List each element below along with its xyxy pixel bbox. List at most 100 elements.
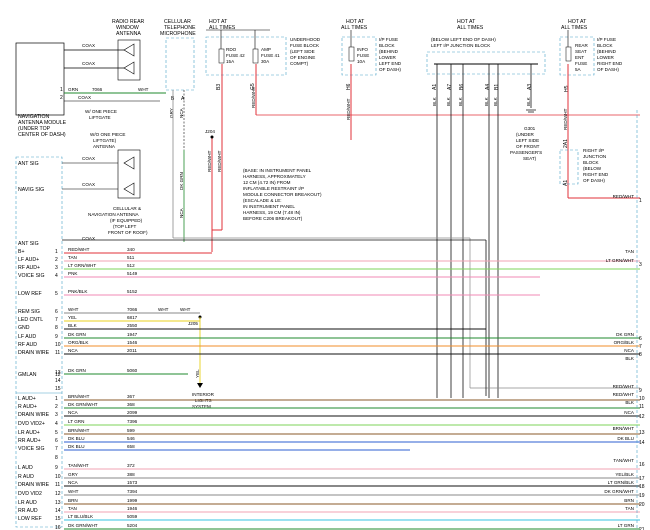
pin-number: 7 (55, 317, 58, 323)
note-line: IN INSTRUMENT PANEL (243, 204, 295, 209)
pin-number: 8 (55, 325, 58, 331)
pin-number: 12 (55, 372, 61, 378)
amp-fuse: FUSE 41 (261, 53, 280, 58)
circuit-number: 368 (127, 402, 135, 407)
pin-number: 1 (55, 396, 58, 402)
nav-module-line1: NAVIGATION (18, 114, 49, 120)
pin-label: B1 (494, 84, 500, 90)
circuit-number: 599 (127, 428, 135, 433)
cell-mic-line2: TELEPHONE (164, 25, 196, 31)
wire-color: DK BLU (68, 444, 85, 449)
circuit-number: 5059 (127, 514, 138, 519)
circuit-number: 546 (127, 436, 135, 441)
right-jb-line: (BELOW (583, 166, 602, 171)
wire-color: DK GRN (179, 172, 184, 190)
note-antenna: ANTENNA (93, 144, 116, 149)
right-pin-number: 7 (639, 344, 642, 350)
pin-number: 11 (55, 350, 60, 356)
coax-label: COAX (78, 95, 91, 100)
right-wire-color: RED/WHT (613, 194, 635, 199)
wire-color: WHT (138, 87, 149, 92)
rear-seat-fuse: 5A (575, 67, 582, 72)
radio-ant-line3: ANTENNA (116, 31, 141, 37)
row-label: VOICE SIG (18, 273, 45, 279)
circuit-number: 7396 (127, 419, 138, 424)
j205-label: J205 (188, 321, 198, 326)
antenna-icon (123, 182, 135, 196)
row-label: RF AUD (18, 342, 37, 348)
wire-color: YEL (195, 369, 200, 378)
note-line: INFLATABLE RESTRAINT I/P (243, 186, 304, 191)
pin-number: 10 (55, 342, 61, 348)
pin-number: 3 (55, 265, 58, 271)
pin-number: 4 (55, 421, 58, 427)
pin-number: 9 (55, 334, 58, 340)
g301-line: LEFT SIDE (516, 138, 539, 143)
row-label: DRAIN WIRE (18, 350, 50, 356)
right-pin-number: 19 (639, 493, 645, 499)
wire-color: NCA (179, 207, 184, 218)
coax-label: COAX (82, 43, 95, 48)
right-pin-number: 1 (639, 198, 642, 204)
fuse-icon (565, 46, 572, 62)
circuit-number: 5149 (127, 271, 138, 276)
wire-color: DK BLU (68, 436, 85, 441)
right-wire-color: LT GRN (618, 523, 634, 528)
interior-lights-line: SYSTEM (192, 404, 211, 409)
pin-label: A4 (485, 84, 491, 90)
wire-color: BLK (458, 96, 463, 106)
right-pin-number: 9 (639, 388, 642, 394)
cell-nav-ant-line1: CELLULAR & (113, 206, 141, 211)
radio-rear-window-antenna: RADIO REAR WINDOW ANTENNA COAX COAX (64, 19, 145, 81)
right-wire-color: BRN (624, 498, 634, 503)
right-pin-number: 20 (639, 502, 645, 508)
coax-label: COAX (82, 182, 95, 187)
underhood-line: UNDERHOOD (290, 37, 321, 42)
ip-fuse-line: (BEHIND (379, 49, 399, 54)
hot-label: HOT AT (457, 19, 476, 25)
wire-color: WHT (68, 307, 79, 312)
rear-seat-fuse: REAR (575, 43, 588, 48)
underhood-line: (LEFT SIDE (290, 49, 315, 54)
navig-sig-label: NAVIG SIG (18, 187, 44, 193)
note-liftgate: LIFTGATE) (93, 138, 117, 143)
right-wire-color: TAN/WHT (613, 458, 634, 463)
rear-seat-fuse: ENT (575, 55, 584, 60)
right-wire-color: DK GRN (616, 332, 634, 337)
pin-label: A1 (563, 180, 569, 186)
pin-number: 1 (55, 249, 58, 255)
right-wire-color: DK GRN/WHT (604, 489, 634, 494)
right-jb-line: RIGHT I/P (583, 148, 604, 153)
row-label: GND (18, 325, 30, 331)
lower-navigation-connector: ANT SIG COAX NAVIG SIG COAX CELLULAR & N… (15, 149, 148, 528)
row-label: DRAIN WIRE (18, 412, 50, 418)
row-label: DVD VID2 (18, 491, 42, 497)
wire-color: BRN (68, 498, 78, 503)
note-line: HARNESS, APPROXIMATELY (243, 174, 306, 179)
wire-color: PNK (68, 271, 78, 276)
row-label: R AUD+ (18, 404, 37, 410)
pin-label: A3 (527, 84, 533, 90)
ip-fuse-line: LEFT END (379, 61, 402, 66)
circuit-number: 1999 (127, 498, 138, 503)
rdo-fuse: FUSE 42 (226, 53, 245, 58)
pin-number: 5 (55, 291, 58, 297)
circuit-number: 2099 (127, 410, 138, 415)
row-label: VOICE SIG (18, 446, 45, 452)
cell-nav-ant-line5: FRONT OF ROOF) (108, 230, 148, 235)
note-line: BEFORE C206 BREAKOUT) (243, 216, 303, 221)
g301-line: PASSENGER'S (510, 150, 542, 155)
pin-label: B3 (216, 84, 222, 90)
cellular-telephone-microphone: CELLULAR TELEPHONE MICROPHONE GRY NCA B … (160, 19, 196, 218)
wire-color: RED/WHT (563, 108, 568, 130)
note-line: (BASE: IN INSTRUMENT PANEL (243, 168, 312, 173)
ip-fuse2-line: (BEHIND (597, 49, 617, 54)
ip-fuse2-line: I/P FUSE (597, 37, 616, 42)
interior-lights-line: INTERIOR (192, 392, 215, 397)
row-label: LF AUD+ (18, 257, 39, 263)
pin-number: 2 (55, 257, 58, 263)
pin-number: 12 (55, 491, 61, 497)
hot-label: ALL TIMES (341, 25, 368, 31)
